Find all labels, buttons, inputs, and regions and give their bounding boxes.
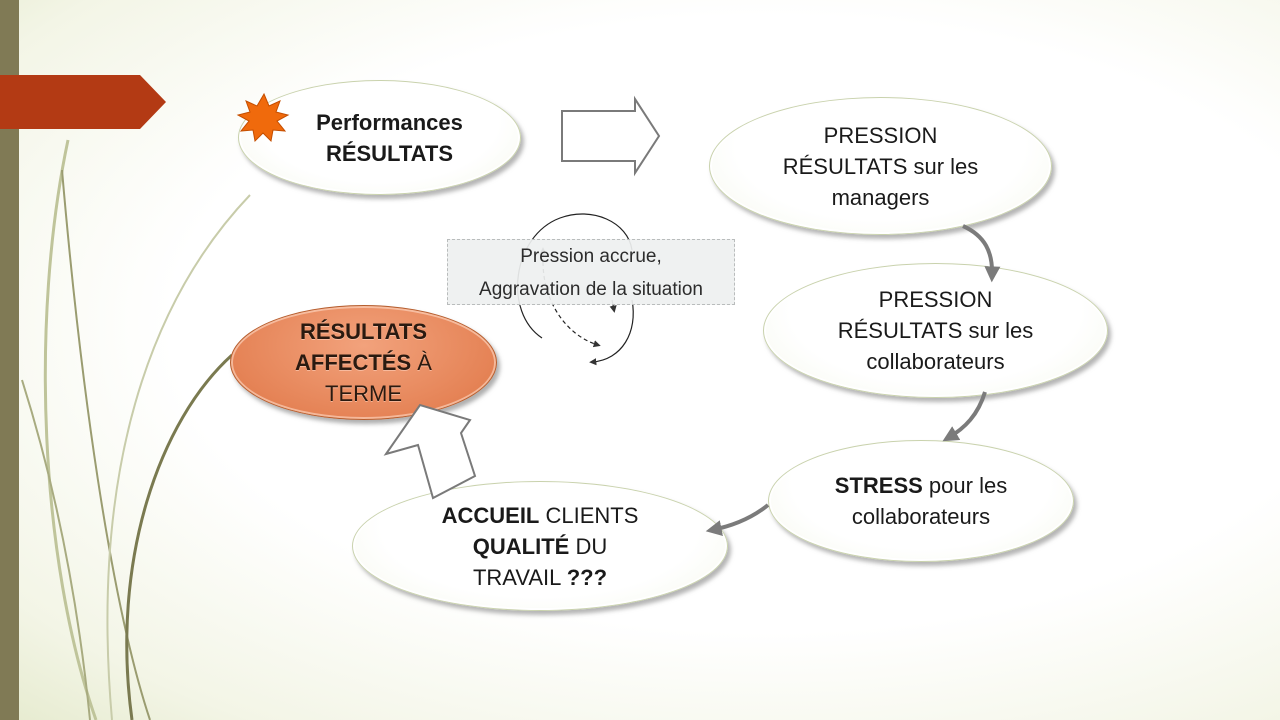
node-accueil-line2: QUALITÉ DU [473, 531, 607, 562]
node-resultats-affectes-line1: RÉSULTATS [299, 319, 428, 344]
node-pression-managers-line1: PRESSION [823, 122, 938, 148]
node-pression-collab-line3: collaborateurs [866, 349, 1005, 374]
node-accueil-bold2: QUALITÉ [472, 533, 570, 559]
node-accueil-rest2: DU [569, 533, 608, 559]
node-accueil-rest3: TRAVAIL [472, 564, 567, 590]
left-accent-bar [0, 0, 19, 720]
cycle-label-box: Pression accrue, Aggravation de la situa… [447, 239, 735, 305]
node-performances-line2: RÉSULTATS [325, 140, 454, 166]
node-accueil-line1: ACCUEIL CLIENTS [442, 500, 639, 531]
node-resultats-affectes-line3: TERME [325, 381, 402, 406]
node-stress-rest: pour les [922, 473, 1008, 498]
node-resultats-affectes-rest: À [411, 350, 432, 375]
node-accueil-line3: TRAVAIL ??? [473, 562, 607, 593]
node-performances-resultats: Performances RÉSULTATS [238, 80, 521, 195]
node-resultats-affectes-bold: AFFECTÉS [295, 350, 412, 375]
node-resultats-affectes: RÉSULTATS AFFECTÉS À TERME [230, 305, 497, 420]
node-accueil-qualite: ACCUEIL CLIENTS QUALITÉ DU TRAVAIL ??? [352, 481, 728, 611]
node-stress-bold: STRESS [834, 473, 923, 498]
node-stress-line1: STRESS pour les [835, 470, 1007, 501]
node-pression-collaborateurs: PRESSION RÉSULTATS sur les collaborateur… [763, 263, 1108, 398]
node-performances-line1: Performances [316, 109, 463, 135]
node-pression-collab-line1: PRESSION [878, 287, 993, 312]
node-pression-managers-line2: RÉSULTATS sur les [782, 153, 979, 179]
node-stress-line2: collaborateurs [851, 504, 991, 529]
node-accueil-rest1: CLIENTS [539, 502, 639, 528]
cycle-label-line1: Pression accrue, [520, 246, 662, 267]
node-accueil-bold3: ??? [566, 564, 608, 590]
node-pression-collab-line2: RÉSULTATS sur les [837, 318, 1034, 343]
cycle-label-line2: Aggravation de la situation [479, 279, 703, 300]
red-tab-marker [0, 75, 166, 129]
node-stress-collaborateurs: STRESS pour les collaborateurs [768, 440, 1074, 562]
node-accueil-bold1: ACCUEIL [441, 502, 540, 528]
node-pression-managers: PRESSION RÉSULTATS sur les managers [709, 97, 1052, 235]
node-resultats-affectes-line2: AFFECTÉS À [295, 347, 432, 378]
node-pression-managers-line3: managers [831, 184, 930, 210]
